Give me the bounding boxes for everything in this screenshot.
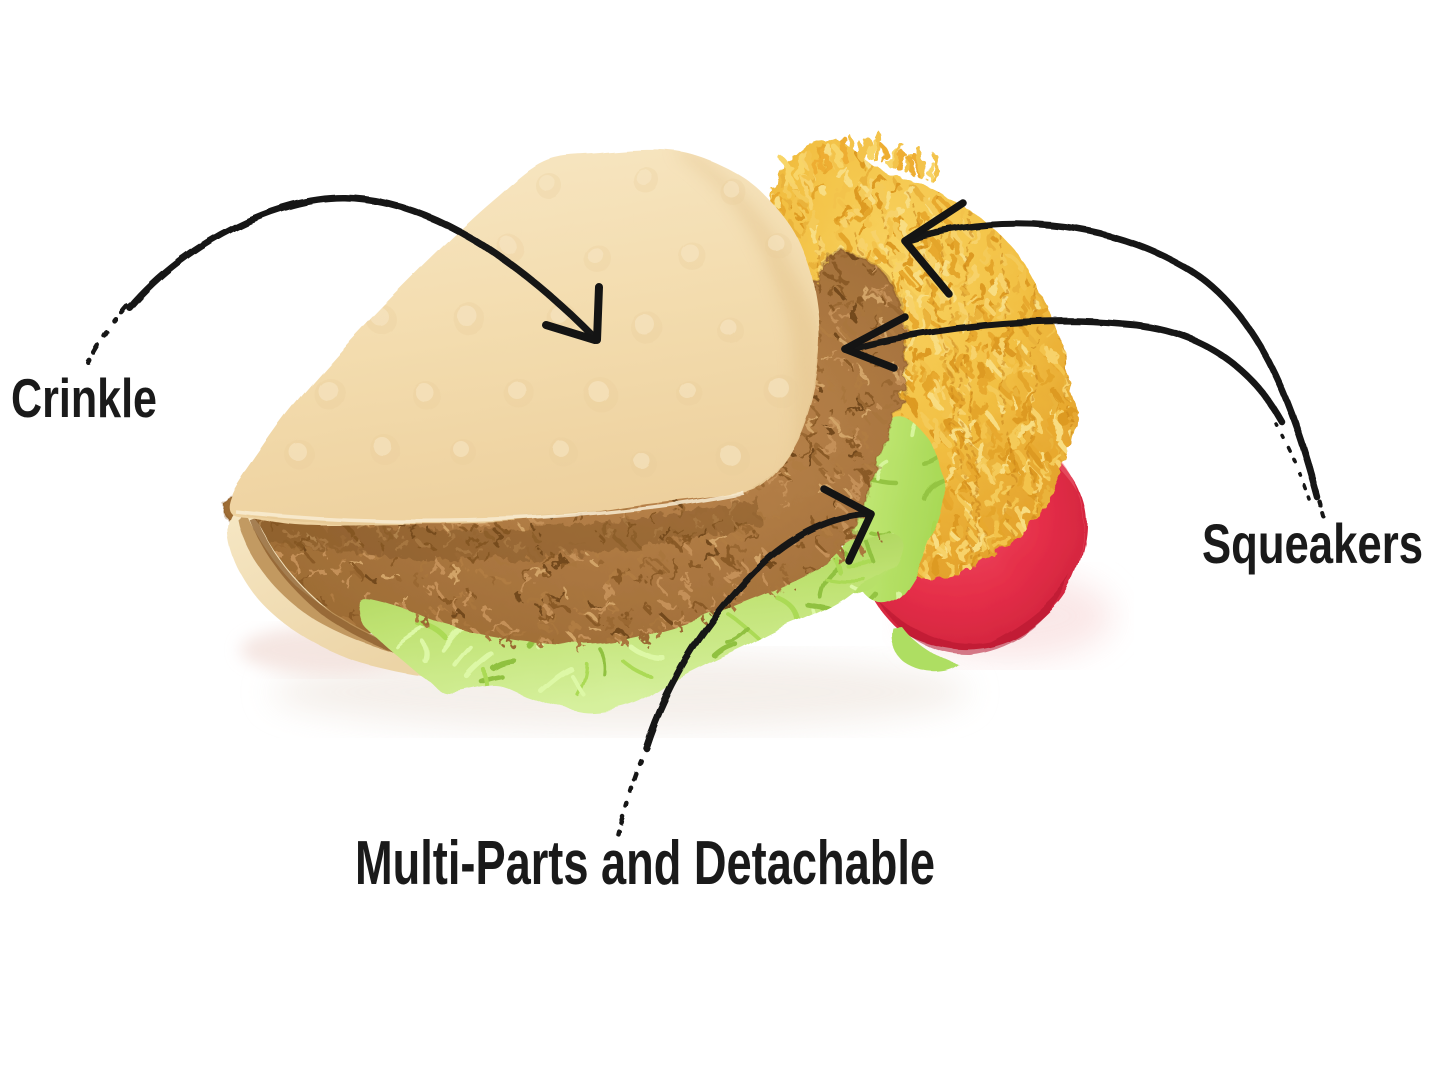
svg-text:Squeakers: Squeakers (1202, 512, 1423, 575)
svg-text:Crinkle: Crinkle (11, 367, 157, 429)
svg-text:Multi-Parts and Detachable: Multi-Parts and Detachable (355, 829, 935, 898)
